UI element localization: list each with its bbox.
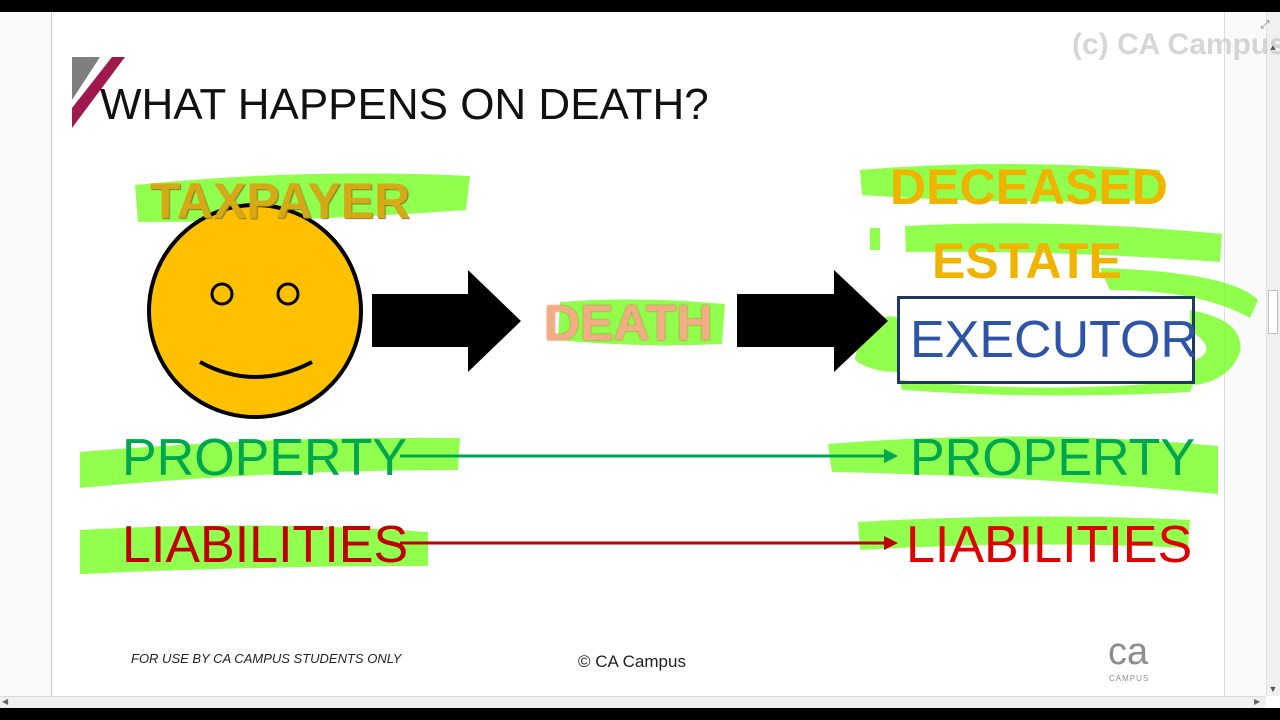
bottom-bar <box>0 708 1280 720</box>
watermark: (c) CA Campus <box>1072 28 1280 61</box>
title-accent-icon <box>72 57 125 128</box>
death-label: DEATH <box>544 295 713 351</box>
executor-label: EXECUTOR <box>910 311 1198 369</box>
vertical-scrollbar-thumb[interactable] <box>1268 290 1278 334</box>
footer-disclaimer: FOR USE BY CA CAMPUS STUDENTS ONLY <box>131 651 402 666</box>
ca-campus-logo: ca <box>1108 631 1149 673</box>
right-arrow-icon <box>737 270 888 372</box>
slide-title: WHAT HAPPENS ON DEATH? <box>100 80 709 129</box>
expand-icon[interactable]: ⤢ <box>1260 19 1270 31</box>
horizontal-scrollbar[interactable] <box>0 696 1266 709</box>
taxpayer-label: TAXPAYER <box>150 173 411 229</box>
liabilities-left-label: LIABILITIES <box>122 516 409 574</box>
scroll-right-icon[interactable]: ▶ <box>1254 697 1261 706</box>
right-arrow-icon <box>372 270 521 372</box>
footer-copyright: © CA Campus <box>578 652 686 671</box>
smiley-face-icon <box>147 203 363 419</box>
liabilities-right-label: LIABILITIES <box>906 516 1193 574</box>
estate-label: ESTATE <box>932 233 1122 289</box>
property-left-label: PROPERTY <box>122 429 408 487</box>
property-connector-arrow <box>400 449 898 463</box>
highlighter-strokes <box>80 164 1258 574</box>
deceased-label: DECEASED <box>890 159 1168 215</box>
executor-box <box>897 296 1195 384</box>
scroll-up-icon[interactable]: ▲ <box>1268 42 1278 52</box>
property-right-label: PROPERTY <box>910 429 1196 487</box>
top-bar <box>0 0 1280 12</box>
left-gutter <box>0 12 52 696</box>
ca-campus-logo-subtext: CAMPUS <box>1109 674 1150 683</box>
scroll-down-icon[interactable]: ▼ <box>1268 684 1278 694</box>
scroll-left-icon[interactable]: ◀ <box>2 697 9 706</box>
liabilities-connector-arrow <box>400 536 898 550</box>
vertical-scrollbar[interactable] <box>1266 12 1280 696</box>
